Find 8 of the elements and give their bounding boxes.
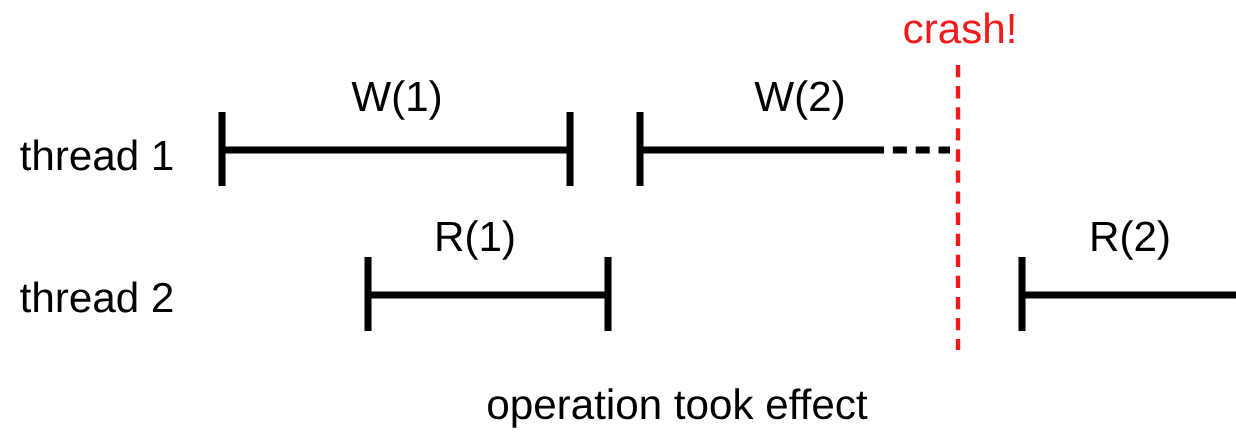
thread-label: thread 2 [20,281,173,313]
caption: operation took effect [488,388,868,428]
operation-label: R(1) [437,220,514,260]
thread-label: thread 1 [20,139,173,171]
crash-label: crash! [904,12,1014,44]
operation-label: W(1) [351,80,441,120]
operation-label: R(2) [1092,220,1169,260]
operation-label: W(2) [754,80,844,120]
